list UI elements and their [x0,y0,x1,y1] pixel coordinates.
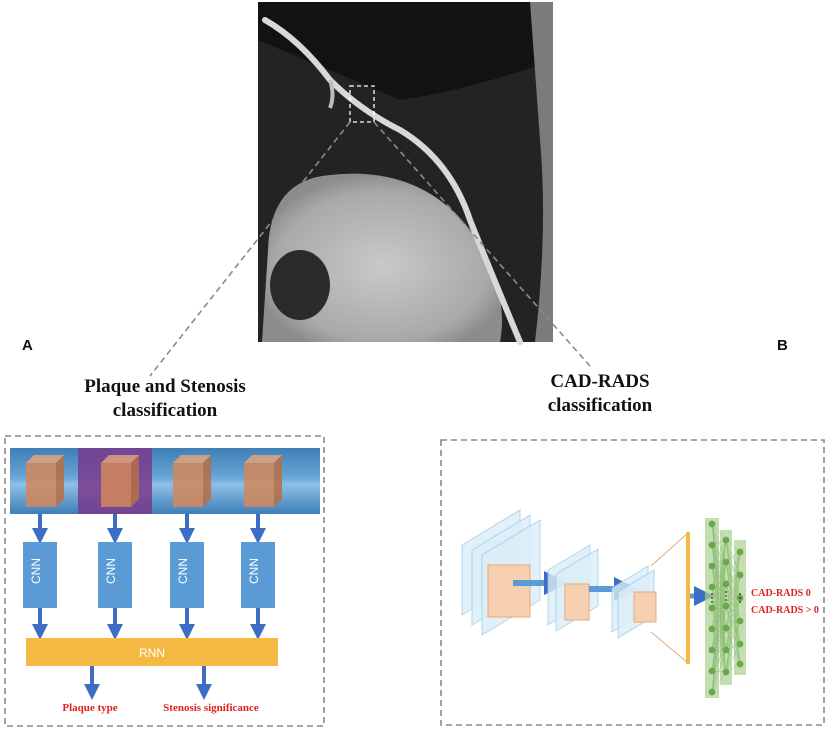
output-label-plaque-type: Plaque type [62,702,117,714]
cnn-box [23,542,57,608]
fc-node [722,602,730,610]
fc-node [708,625,716,633]
coronary-artery [262,17,523,345]
fc-node [722,646,730,654]
ellipsis-dot [739,601,741,603]
connector-line-a [149,121,351,377]
fc-node [708,604,716,612]
fc-node [708,667,716,675]
volume-cube [26,455,64,507]
ct-angiography-image [258,2,553,345]
output-label-cadrads-gt-0: CAD-RADS > 0 [751,605,819,616]
fc-node [736,660,744,668]
flatten-line-top [650,532,689,567]
output-label-cadrads-0: CAD-RADS 0 [751,588,811,599]
panel-b-frame [440,439,825,726]
fc-node [736,548,744,556]
heading-b-line2: classification [547,395,653,416]
fc-node [708,646,716,654]
cnn-box [241,542,275,608]
cnn-label: CNN [104,558,118,584]
panel-a-frame [4,435,325,727]
fc-node [722,624,730,632]
panel-letter-b: B [777,337,788,354]
heading-cadrads: CAD-RADS classification [460,370,740,418]
roi-box [349,85,375,123]
heading-b-line1: CAD-RADS [550,371,650,392]
rnn-label: RNN [139,646,165,660]
fc-node [708,583,716,591]
ellipsis-dot [711,593,713,595]
fc-node [722,536,730,544]
fc-node [708,520,716,528]
heading-a-line2: classification [112,400,218,421]
ellipsis-dot [725,591,727,593]
cnn-blocks: CNN CNN CNN CNN [23,514,275,640]
volume-cubes [26,455,282,507]
fc-node [722,668,730,676]
fc-node [722,558,730,566]
cnn-label: CNN [29,558,43,584]
cnn-label: CNN [176,558,190,584]
fully-connected-layers [705,518,746,698]
cnn-box [98,542,132,608]
fc-node [736,571,744,579]
output-label-stenosis-significance: Stenosis significance [163,702,259,714]
volume-cube [173,455,211,507]
ellipsis-dot [725,595,727,597]
heading-plaque-stenosis: Plaque and Stenosis classification [20,375,310,423]
feature-maps-layer-2 [547,544,599,632]
volume-cube [101,455,139,507]
ellipsis-dot [711,601,713,603]
fc-node [708,562,716,570]
panel-letter-a: A [22,337,33,354]
ellipsis-dot [739,593,741,595]
ellipsis-dot [711,597,713,599]
flatten-vector [686,532,690,664]
heading-a-line1: Plaque and Stenosis [84,376,246,397]
rnn-bar [26,638,278,666]
fc-node [736,617,744,625]
feature-maps-layer-1 [461,509,541,636]
fc-node [722,580,730,588]
flatten-line-bottom [650,631,689,664]
cnn-label: CNN [247,558,261,584]
fc-node [708,541,716,549]
ellipsis-dot [739,597,741,599]
ellipsis-dot [725,599,727,601]
fc-node [736,640,744,648]
cnn-box [170,542,204,608]
feature-maps-layer-3 [611,565,657,639]
fc-node [708,688,716,696]
volume-cube [244,455,282,507]
connector-line-b [373,121,591,367]
